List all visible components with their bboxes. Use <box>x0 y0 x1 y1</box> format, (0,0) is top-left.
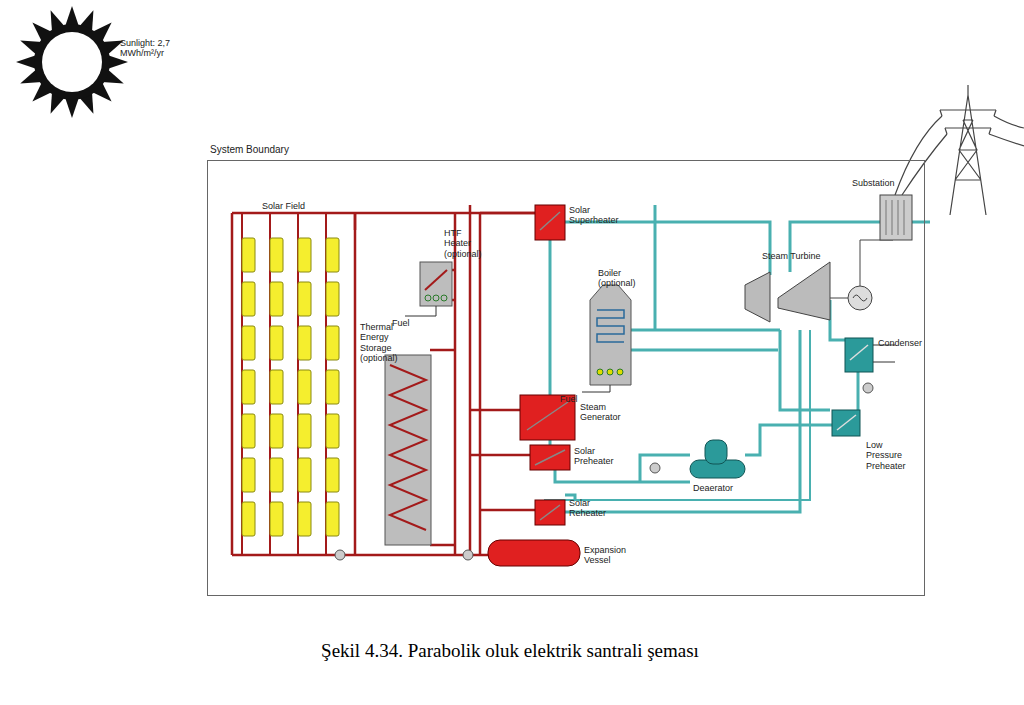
component-label: Solar Reheater <box>569 498 621 519</box>
boiler <box>582 285 631 392</box>
boundary-title: System Boundary <box>210 144 289 155</box>
pump-symbol <box>650 463 660 473</box>
component-label: Solar Superheater <box>569 205 624 226</box>
collector-rows <box>242 213 339 555</box>
component-label: Thermal Energy Storage (optional) <box>360 322 420 363</box>
component-label: Fuel <box>392 318 410 328</box>
deaerator <box>690 440 745 478</box>
component-label: Condenser <box>878 338 922 348</box>
component-label: Solar Field <box>262 201 305 211</box>
solar-field <box>232 205 540 555</box>
pump-symbol <box>863 383 873 393</box>
htf-heater <box>405 262 452 316</box>
system-boundary: System Boundary <box>207 160 925 596</box>
component-label: Solar Preheater <box>574 446 626 467</box>
sun-symbol <box>16 6 128 118</box>
component-label: HTF Heater (optional) <box>444 228 489 259</box>
substation <box>880 195 912 240</box>
component-label: Fuel <box>560 394 578 404</box>
component-label: Deaerator <box>693 483 733 493</box>
lp-preheater <box>832 410 860 436</box>
thermal-storage <box>385 355 431 545</box>
pylon-symbol <box>895 85 1024 215</box>
figure-caption: Şekil 4.34. Parabolik oluk elektrik sant… <box>321 640 699 662</box>
component-label: Boiler (optional) <box>598 268 646 289</box>
component-label: Expansion Vessel <box>584 545 634 566</box>
component-label: Steam Turbine <box>762 251 821 261</box>
component-label: Low Pressure Preheater <box>866 440 921 471</box>
steam-loop <box>545 205 930 520</box>
pump-symbol <box>463 550 473 560</box>
pump-symbol <box>335 550 345 560</box>
component-label: Sunlight: 2,7 MWh/m²/yr <box>120 38 200 59</box>
component-label: Steam Generator <box>580 402 632 423</box>
heat-exchangers <box>488 205 580 566</box>
component-label: Substation <box>852 178 895 188</box>
steam-turbine <box>745 240 893 322</box>
